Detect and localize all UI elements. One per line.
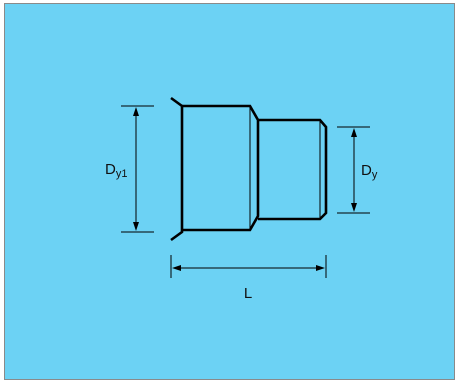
- length-label: L: [244, 285, 252, 302]
- dimension-length: [170, 255, 327, 278]
- rivet-nut-diagram: Dy1 Dy L: [4, 3, 455, 380]
- dy-arrow-bottom: [351, 203, 357, 212]
- dimension-dy1: [121, 105, 154, 233]
- length-arrow-left: [172, 265, 181, 271]
- dy1-arrow-bottom: [133, 222, 139, 231]
- background-panel: [4, 3, 455, 380]
- dimension-dy: [337, 126, 370, 214]
- dy1-label-sub: y1: [116, 168, 128, 180]
- large-body-outline: [182, 104, 260, 232]
- dy1-label: Dy1: [105, 161, 127, 180]
- dy-label-main: D: [361, 162, 372, 179]
- shank-outline: [258, 118, 328, 221]
- dy-label: Dy: [361, 162, 378, 181]
- length-arrow-right: [316, 265, 325, 271]
- dy1-arrow-top: [133, 107, 139, 116]
- dy1-label-main: D: [105, 161, 116, 178]
- diagram-frame: Dy1 Dy L: [4, 3, 455, 380]
- dy-arrow-top: [351, 128, 357, 137]
- dy-label-sub: y: [372, 169, 378, 181]
- part-outline: [170, 96, 328, 242]
